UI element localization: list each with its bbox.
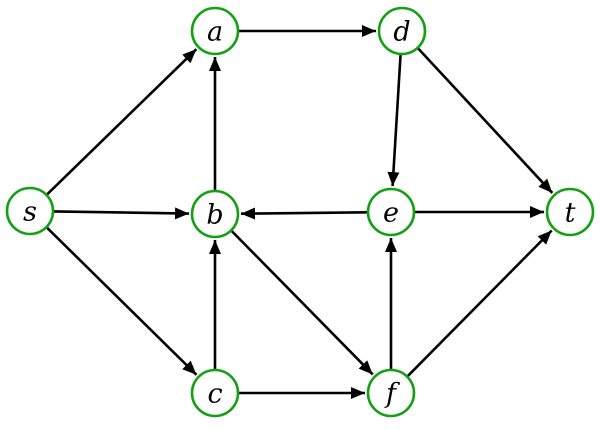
node-circle-c xyxy=(190,368,240,418)
node-circle-e xyxy=(366,187,416,237)
edges-layer xyxy=(46,25,554,399)
node-circle-s xyxy=(5,186,55,236)
node-circle-a xyxy=(190,6,240,56)
node-f: f xyxy=(366,368,416,418)
node-label-t: t xyxy=(565,198,576,229)
node-s: s xyxy=(5,186,55,236)
edge-d-t xyxy=(417,47,554,194)
edge-d-e xyxy=(387,54,402,187)
node-c: c xyxy=(190,368,240,418)
node-label-s: s xyxy=(23,197,37,228)
node-circle-b xyxy=(190,189,240,239)
node-label-b: b xyxy=(206,200,223,231)
edge-b-f xyxy=(230,230,374,376)
node-label-a: a xyxy=(207,17,223,48)
edge-s-a xyxy=(46,48,198,196)
edge-e-b xyxy=(240,207,368,220)
node-label-d: d xyxy=(393,17,410,48)
edge-f-t xyxy=(406,229,553,377)
nodes-layer: s a d b e t c f xyxy=(5,6,595,418)
edge-s-c xyxy=(46,226,198,376)
node-a: a xyxy=(190,6,240,56)
node-t: t xyxy=(545,187,595,237)
node-circle-f xyxy=(366,368,416,418)
node-label-e: e xyxy=(383,198,399,229)
edge-s-b xyxy=(53,207,190,220)
node-circle-d xyxy=(377,6,427,56)
node-b: b xyxy=(190,189,240,239)
node-circle-t xyxy=(545,187,595,237)
node-label-c: c xyxy=(207,379,222,410)
node-e: e xyxy=(366,187,416,237)
node-d: d xyxy=(377,6,427,56)
